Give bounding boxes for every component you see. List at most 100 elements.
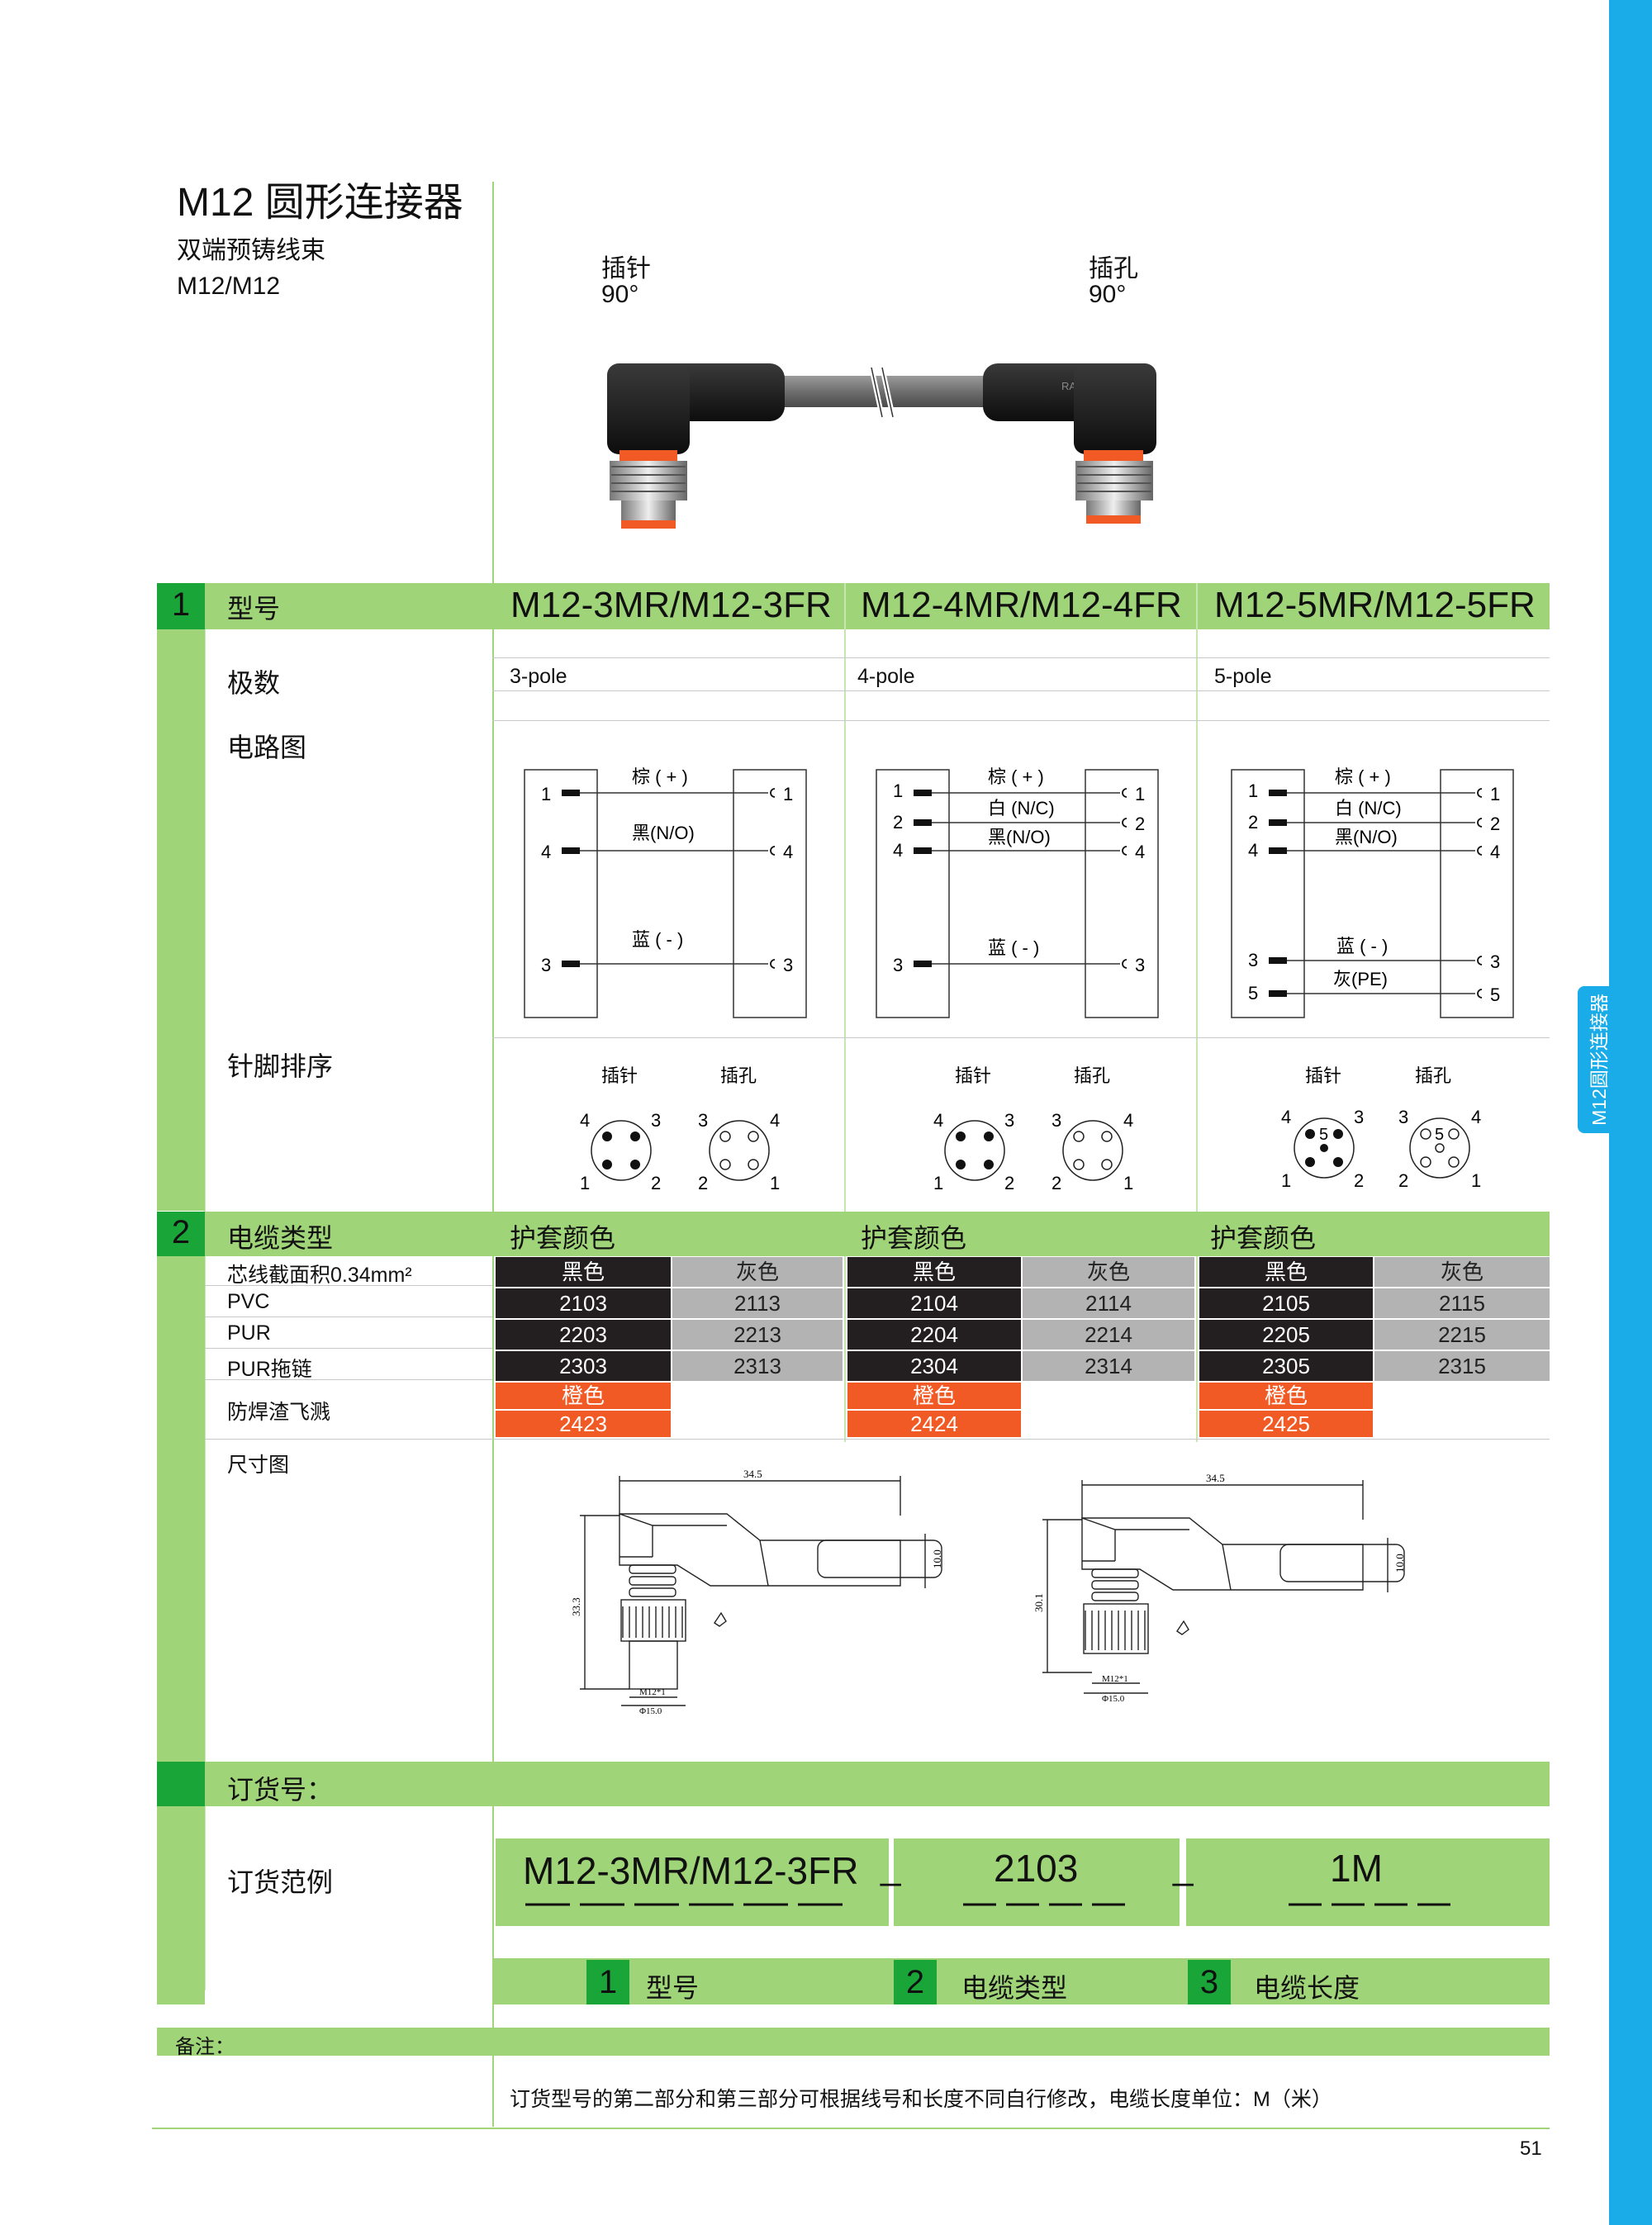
dim-cable: 10.0	[1393, 1554, 1406, 1573]
order-code-cell[interactable]: 2204	[847, 1320, 1021, 1350]
color-header-grey: 灰色	[1374, 1257, 1550, 1287]
cable-row-label-section: 芯线截面积0.34mm²	[227, 1264, 412, 1287]
order-separator: _	[881, 1847, 901, 1887]
wire-label: 白 (N/C)	[1335, 798, 1402, 818]
dim-cable: 10.0	[931, 1549, 943, 1568]
order-example-cable[interactable]: 2103	[994, 1847, 1079, 1890]
pin-number: 3	[1398, 1107, 1408, 1127]
main-divider-line	[492, 182, 494, 2127]
pin-number: 1	[1123, 1173, 1133, 1193]
order-code-cell[interactable]: 2105	[1199, 1288, 1373, 1318]
order-code-cell[interactable]: 2113	[672, 1288, 843, 1318]
row-divider	[492, 1037, 1550, 1038]
pinout-female-label: 插孔	[1415, 1065, 1451, 1086]
wire-label: 棕 ( + )	[1335, 766, 1391, 787]
pin-label: 1	[783, 784, 793, 804]
order-code-cell[interactable]: 2104	[847, 1288, 1021, 1318]
pin-number: 3	[698, 1110, 708, 1131]
pin-number: 2	[651, 1173, 661, 1193]
circuit-label: 电路图	[227, 733, 307, 762]
order-code-cell[interactable]: 2213	[672, 1320, 843, 1350]
wire-label: 黑(N/O)	[632, 823, 695, 843]
side-tab-label: M12圆形连接器	[1588, 994, 1610, 1126]
section1-label: 型号	[227, 594, 281, 624]
order-code-cell[interactable]: 2205	[1199, 1320, 1373, 1350]
legend-text: 型号	[646, 1973, 700, 2003]
pin-number: 4	[1281, 1107, 1291, 1127]
pin-number: 2	[698, 1173, 708, 1193]
order-legend-bar	[492, 1958, 1550, 2004]
pin-label: 4	[541, 842, 551, 862]
legend-text: 电缆长度	[1254, 1973, 1360, 2003]
photo-right-label: 插孔	[1089, 255, 1138, 282]
order-code-cell[interactable]: 2423	[496, 1411, 671, 1437]
order-code-cell[interactable]: 2114	[1023, 1288, 1194, 1318]
wire-label: 黑(N/O)	[988, 827, 1051, 847]
order-code-cell[interactable]: 2315	[1374, 1351, 1550, 1381]
order-code-cell[interactable]: 2304	[847, 1351, 1021, 1381]
order-bar	[157, 1762, 1550, 1806]
photo-right-angle: 90°	[1089, 281, 1127, 308]
pin-label: 3	[893, 955, 903, 975]
dimension-drawing-female: 34.5 30.1 10.0 M12*1 Φ15.0	[1032, 1472, 1406, 1704]
pin-label: 1	[1135, 784, 1145, 804]
order-code-cell[interactable]: 2305	[1199, 1351, 1373, 1381]
page-title: M12 圆形连接器	[177, 181, 463, 225]
pinout-male-label: 插针	[601, 1065, 638, 1086]
order-marker-box	[157, 1762, 205, 1806]
order-example-box-3	[1186, 1838, 1550, 1926]
color-header-grey: 灰色	[1023, 1257, 1194, 1287]
pin-label: 3	[783, 955, 793, 975]
left-green-column	[157, 629, 205, 1211]
order-code-cell[interactable]: 2303	[496, 1351, 671, 1381]
section1-number-box	[157, 583, 205, 629]
cable-break-mark	[871, 367, 894, 418]
order-code-cell[interactable]: 2103	[496, 1288, 671, 1318]
footer-line	[152, 2128, 1550, 2129]
pin-label: 1	[541, 784, 551, 804]
pin-number: 3	[651, 1110, 661, 1131]
pin-number: 5	[1319, 1126, 1328, 1144]
jacket-color-label: 护套颜色	[861, 1223, 967, 1253]
wire-label: 白 (N/C)	[988, 798, 1055, 818]
wire-label: 蓝 ( - )	[632, 929, 683, 950]
section2-number-box	[157, 1212, 205, 1256]
pin-number: 2	[1398, 1170, 1408, 1191]
row-divider	[205, 1285, 492, 1286]
model-column-divider	[1196, 583, 1198, 1442]
order-code-cell[interactable]: 2313	[672, 1351, 843, 1381]
order-code-cell[interactable]: 2314	[1023, 1351, 1194, 1381]
pin-label: 4	[1490, 842, 1500, 862]
model-name-5pole: M12-5MR/M12-5FR	[1214, 585, 1536, 625]
order-code-cell[interactable]: 2424	[847, 1411, 1021, 1437]
order-separator: _	[1173, 1847, 1194, 1887]
order-example-model[interactable]: M12-3MR/M12-3FR	[523, 1849, 859, 1892]
legend-number: 2	[905, 1964, 925, 2000]
dim-height: 33.3	[570, 1597, 582, 1616]
order-example-length[interactable]: 1M	[1330, 1847, 1383, 1890]
color-header-orange: 橙色	[496, 1383, 671, 1409]
page-number: 51	[1520, 2137, 1542, 2160]
pin-label: 5	[1248, 983, 1258, 1003]
left-frame-line	[204, 628, 206, 1990]
pin-number: 2	[1051, 1173, 1061, 1193]
section1-bar	[157, 583, 1550, 629]
series-label: M12/M12	[177, 273, 281, 300]
section-side-tab[interactable]: M12圆形连接器	[1578, 986, 1617, 1133]
order-code-cell[interactable]: 2215	[1374, 1320, 1550, 1350]
order-code-cell[interactable]: 2115	[1374, 1288, 1550, 1318]
model-name-3pole: M12-3MR/M12-3FR	[510, 585, 832, 625]
pin-label: 4	[1135, 842, 1145, 862]
order-code-cell[interactable]: 2214	[1023, 1320, 1194, 1350]
order-code-cell[interactable]: 2203	[496, 1320, 671, 1350]
section1-number: 1	[171, 586, 191, 623]
row-divider	[205, 1379, 492, 1380]
left-green-column	[157, 1256, 205, 1762]
poles-label: 极数	[227, 668, 281, 698]
dim-diameter: Φ15.0	[1102, 1694, 1125, 1704]
wire-label: 棕 ( + )	[988, 766, 1044, 787]
order-code-cell[interactable]: 2425	[1199, 1411, 1373, 1437]
pin-number: 3	[1354, 1107, 1364, 1127]
section2-bar	[157, 1212, 1550, 1256]
